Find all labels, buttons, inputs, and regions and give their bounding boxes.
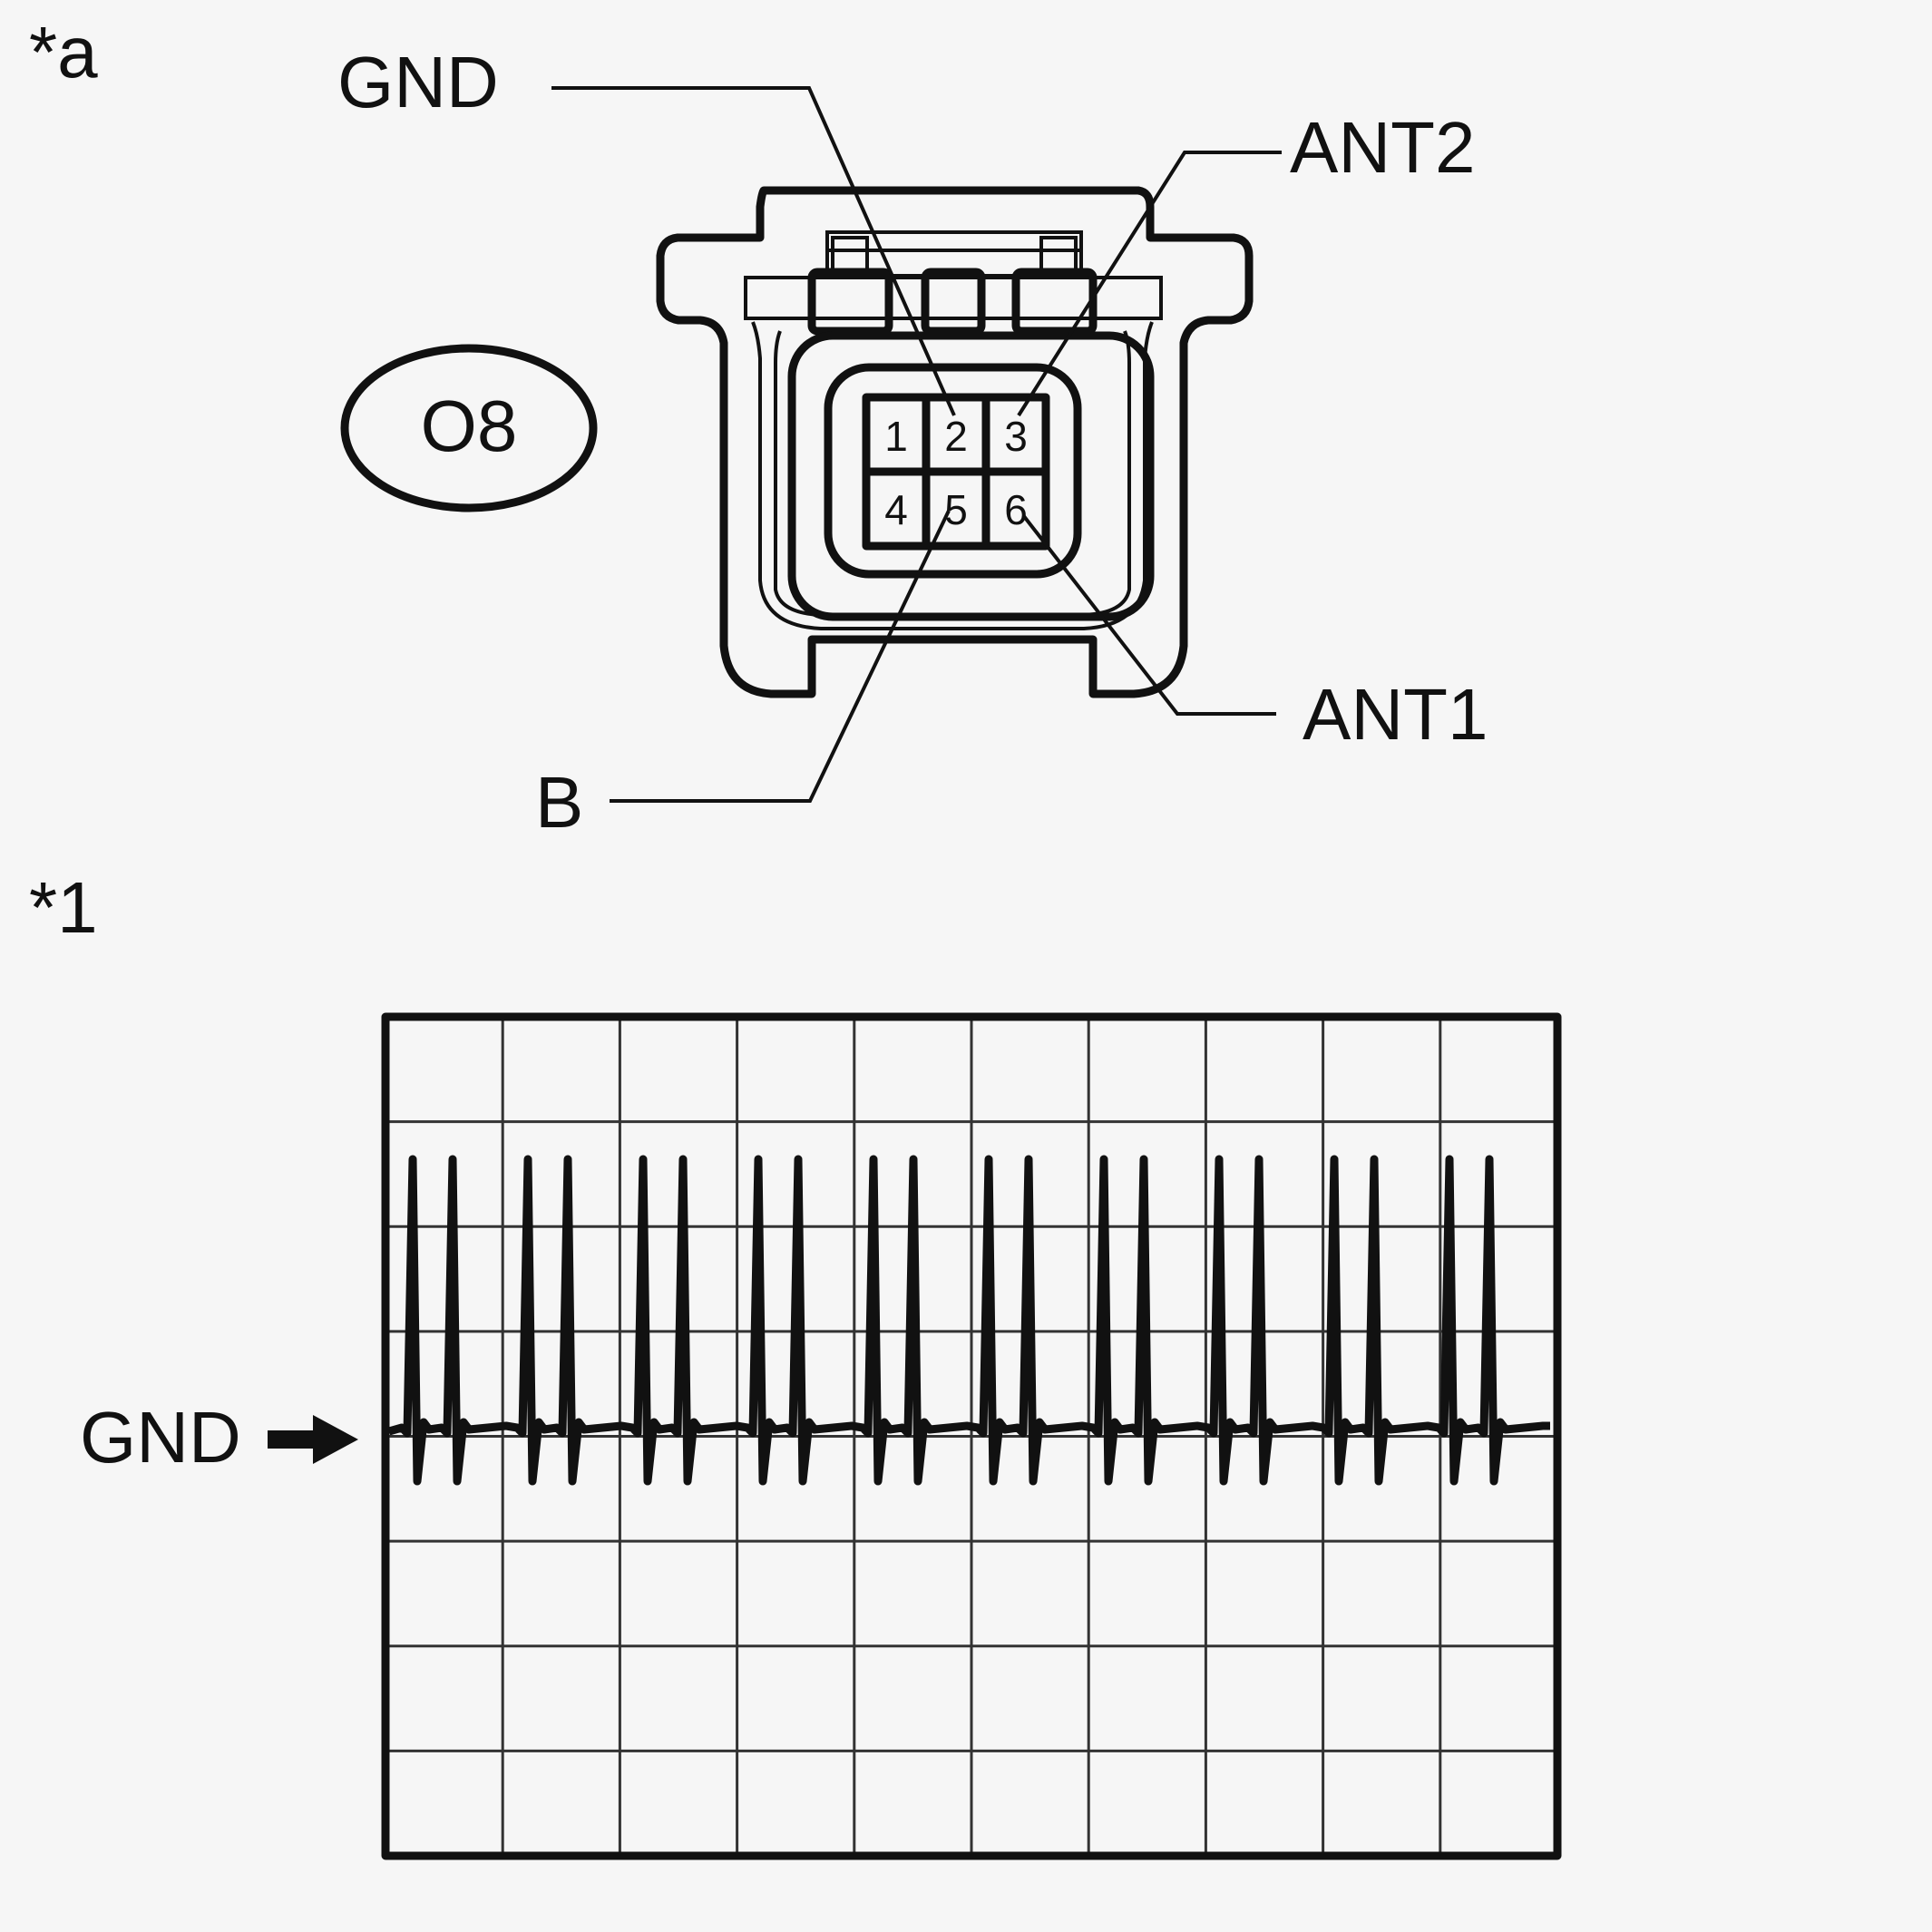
latch-band <box>744 276 1163 320</box>
pin-cavity-outer <box>787 331 1155 621</box>
figure-1-marker: *1 <box>29 867 98 948</box>
gnd-reference-label: GND <box>80 1397 241 1478</box>
pin-1: 1 <box>884 413 908 460</box>
connector-housing <box>656 186 1254 698</box>
leader-gnd <box>551 86 956 416</box>
latch-tab-right <box>1039 236 1078 274</box>
terminal-label-b: B <box>535 762 583 843</box>
pin-4: 4 <box>884 486 908 533</box>
pin-6: 6 <box>1004 486 1028 533</box>
connector-code: O8 <box>421 385 518 466</box>
pin-cavity-inner <box>824 363 1082 579</box>
leader-ant2 <box>1017 151 1282 417</box>
terminal-label-ant2: ANT2 <box>1290 107 1476 188</box>
latch-tab-left <box>831 236 869 274</box>
leader-b <box>610 510 951 803</box>
pin-5: 5 <box>944 486 968 533</box>
latch-right <box>1011 268 1098 336</box>
pin-3: 3 <box>1004 413 1028 460</box>
latch-center <box>921 268 986 336</box>
latch-rail <box>825 230 1083 252</box>
connector-code-oval <box>340 344 598 512</box>
latch-left <box>807 268 893 336</box>
figure-a-marker: *a <box>29 12 98 93</box>
scope-frame <box>381 1012 1562 1860</box>
pin-2: 2 <box>944 413 968 460</box>
leader-ant1 <box>1021 513 1276 716</box>
terminal-label-ant1: ANT1 <box>1303 674 1488 755</box>
terminal-label-gnd: GND <box>337 42 499 122</box>
waveform-trace <box>387 1155 1550 1486</box>
gnd-arrow <box>268 1415 358 1464</box>
